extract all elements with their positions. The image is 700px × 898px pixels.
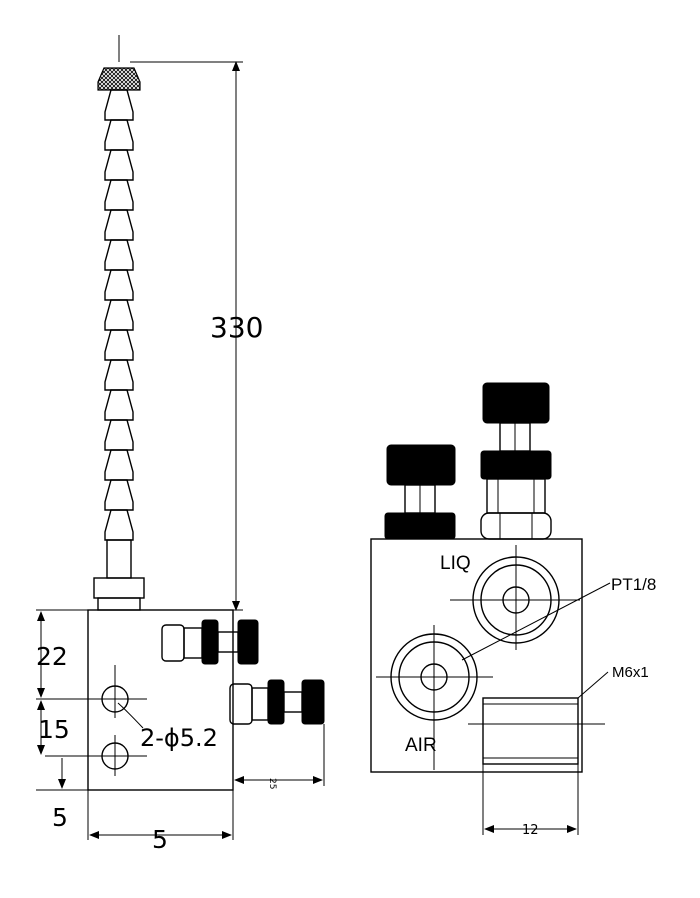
nozzle-tip xyxy=(97,67,141,91)
hose-segment xyxy=(104,509,134,541)
hose-segment xyxy=(104,89,134,121)
hose-segment xyxy=(104,479,134,511)
thread-metric-label: M6x1 xyxy=(612,664,649,681)
threaded-hole: 12 xyxy=(468,697,605,838)
hose-segment xyxy=(104,239,134,271)
dimension-knob-25: 25 xyxy=(234,724,325,789)
hose-segment xyxy=(104,269,134,301)
holes-callout-text: 2-ϕ5.2 xyxy=(140,724,218,752)
hose-tail xyxy=(106,539,132,579)
hose-segment xyxy=(104,119,134,151)
dimension-22-text: 22 xyxy=(36,642,68,671)
dimension-hole-spacing-15: 15 xyxy=(37,700,70,755)
hose-segment xyxy=(104,299,134,331)
air-port xyxy=(376,625,493,770)
side-view: 330 22 15 5 5 xyxy=(36,35,325,854)
dimension-330-text: 330 xyxy=(210,311,263,344)
thread-pipe-label: PT1/8 xyxy=(611,575,656,594)
thread-pipe-callout: PT1/8 xyxy=(461,575,656,661)
dimension-height-330: 330 xyxy=(130,61,263,611)
front-block xyxy=(370,538,583,773)
dimension-12-text: 12 xyxy=(522,823,539,838)
mounting-hole-upper xyxy=(45,665,147,718)
dimension-block-top-22: 22 xyxy=(36,609,88,700)
front-view: 12 LIQ AIR PT1/8 M6x1 xyxy=(370,382,656,838)
hose-segment xyxy=(104,359,134,391)
dimension-15-text: 15 xyxy=(38,715,70,744)
hose-segment xyxy=(104,419,134,451)
hose-segment xyxy=(104,329,134,361)
dimension-bottom-5: 5 xyxy=(36,758,88,832)
side-valve-upper xyxy=(161,619,259,665)
hose-segment xyxy=(104,179,134,211)
dimension-width-5: 5 xyxy=(87,790,234,854)
holes-callout: 2-ϕ5.2 xyxy=(117,702,218,752)
dimension-5-bottom-text: 5 xyxy=(52,803,68,832)
dimension-5-width-text: 5 xyxy=(152,825,168,854)
hose-segment xyxy=(104,449,134,481)
hose-segment xyxy=(104,209,134,241)
liquid-port xyxy=(450,545,580,650)
hose-base-fitting xyxy=(93,577,145,611)
hose-segment xyxy=(104,389,134,421)
air-port-label: AIR xyxy=(405,735,437,756)
side-valve-lower xyxy=(229,679,325,725)
mounting-block xyxy=(87,609,234,791)
front-valve-right xyxy=(480,382,552,540)
dimension-25-text: 25 xyxy=(267,778,277,789)
liquid-port-label: LIQ xyxy=(440,553,471,574)
thread-metric-callout: M6x1 xyxy=(577,664,649,699)
flexible-hose xyxy=(104,89,134,579)
hose-segment xyxy=(104,149,134,181)
front-valve-left xyxy=(384,444,456,540)
mounting-hole-lower xyxy=(45,735,147,776)
